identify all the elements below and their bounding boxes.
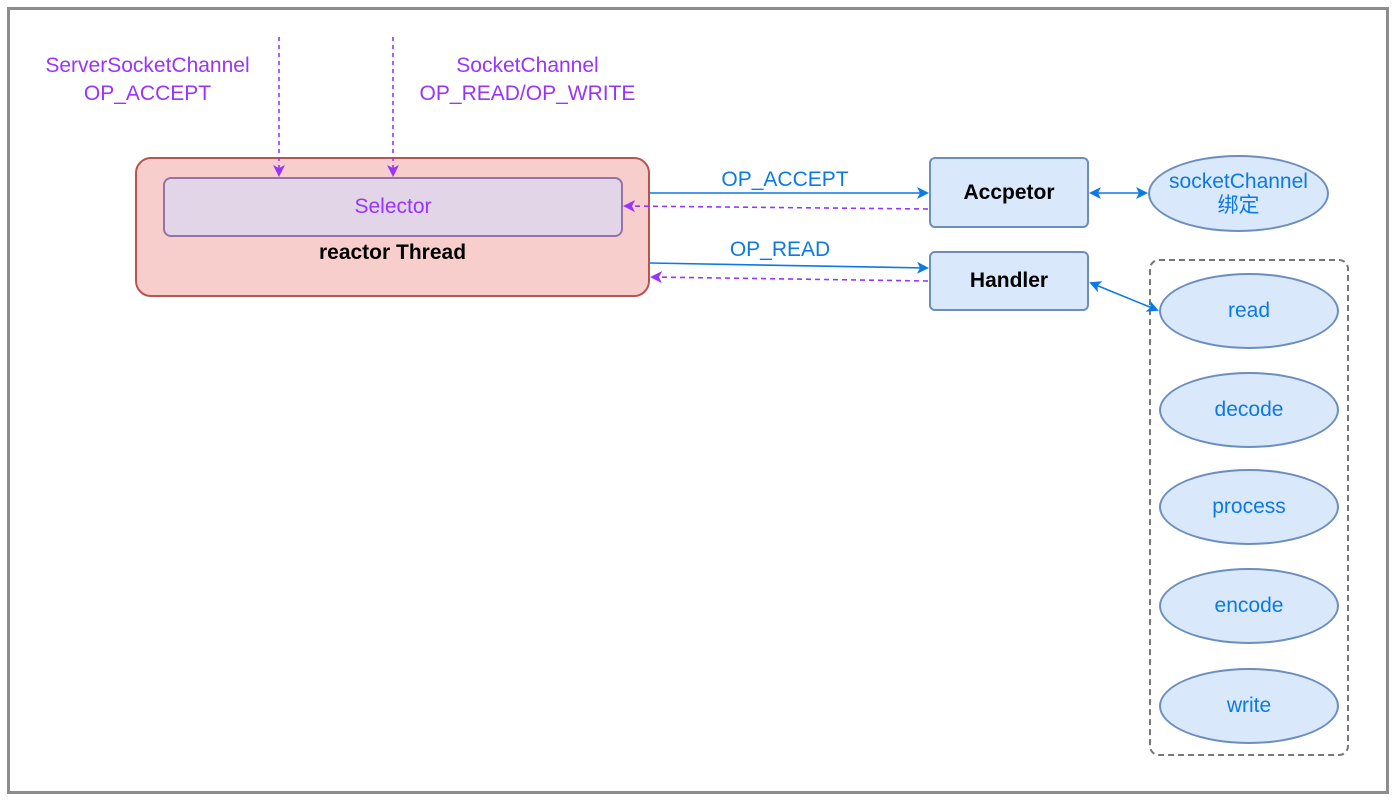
selector-box[interactable]: Selector xyxy=(163,177,623,237)
reactor-thread-label: reactor Thread xyxy=(318,241,467,264)
pipeline-step-write[interactable]: write xyxy=(1159,668,1339,744)
socket-channel-label: SocketChannel OP_READ/OP_WRITE xyxy=(395,52,660,108)
pipeline-step-read[interactable]: read xyxy=(1159,273,1339,349)
server-channel-op: OP_ACCEPT xyxy=(83,82,212,105)
socket-channel-bind-ellipse[interactable]: socketChannel 绑定 xyxy=(1148,155,1329,232)
handler-read-arrow xyxy=(1089,281,1159,312)
handler-box[interactable]: Handler xyxy=(929,251,1089,311)
handler-pipeline-group xyxy=(1149,259,1349,756)
pipeline-step-process[interactable]: process xyxy=(1159,469,1339,545)
socket-channel-name: SocketChannel xyxy=(456,54,599,77)
server-channel-name: ServerSocketChannel xyxy=(45,54,250,77)
edge-label-op-accept: OP_ACCEPT xyxy=(721,168,849,191)
acceptor-box[interactable]: Accpetor xyxy=(929,157,1089,228)
acceptor-return-arrow xyxy=(623,200,929,213)
socket-channel-bind-line1: socketChannel xyxy=(1169,169,1308,193)
handler-return-arrow xyxy=(650,271,929,284)
socket-channel-op: OP_READ/OP_WRITE xyxy=(419,82,636,105)
op-read-arrow xyxy=(649,261,929,274)
pipeline-step-decode[interactable]: decode xyxy=(1159,372,1339,448)
server-channel-label: ServerSocketChannel OP_ACCEPT xyxy=(20,52,275,108)
edge-label-op-read: OP_READ xyxy=(729,238,831,261)
socket-channel-bind-line2: 绑定 xyxy=(1217,193,1260,217)
pipeline-step-encode[interactable]: encode xyxy=(1159,568,1339,644)
diagram-frame xyxy=(7,7,1389,794)
